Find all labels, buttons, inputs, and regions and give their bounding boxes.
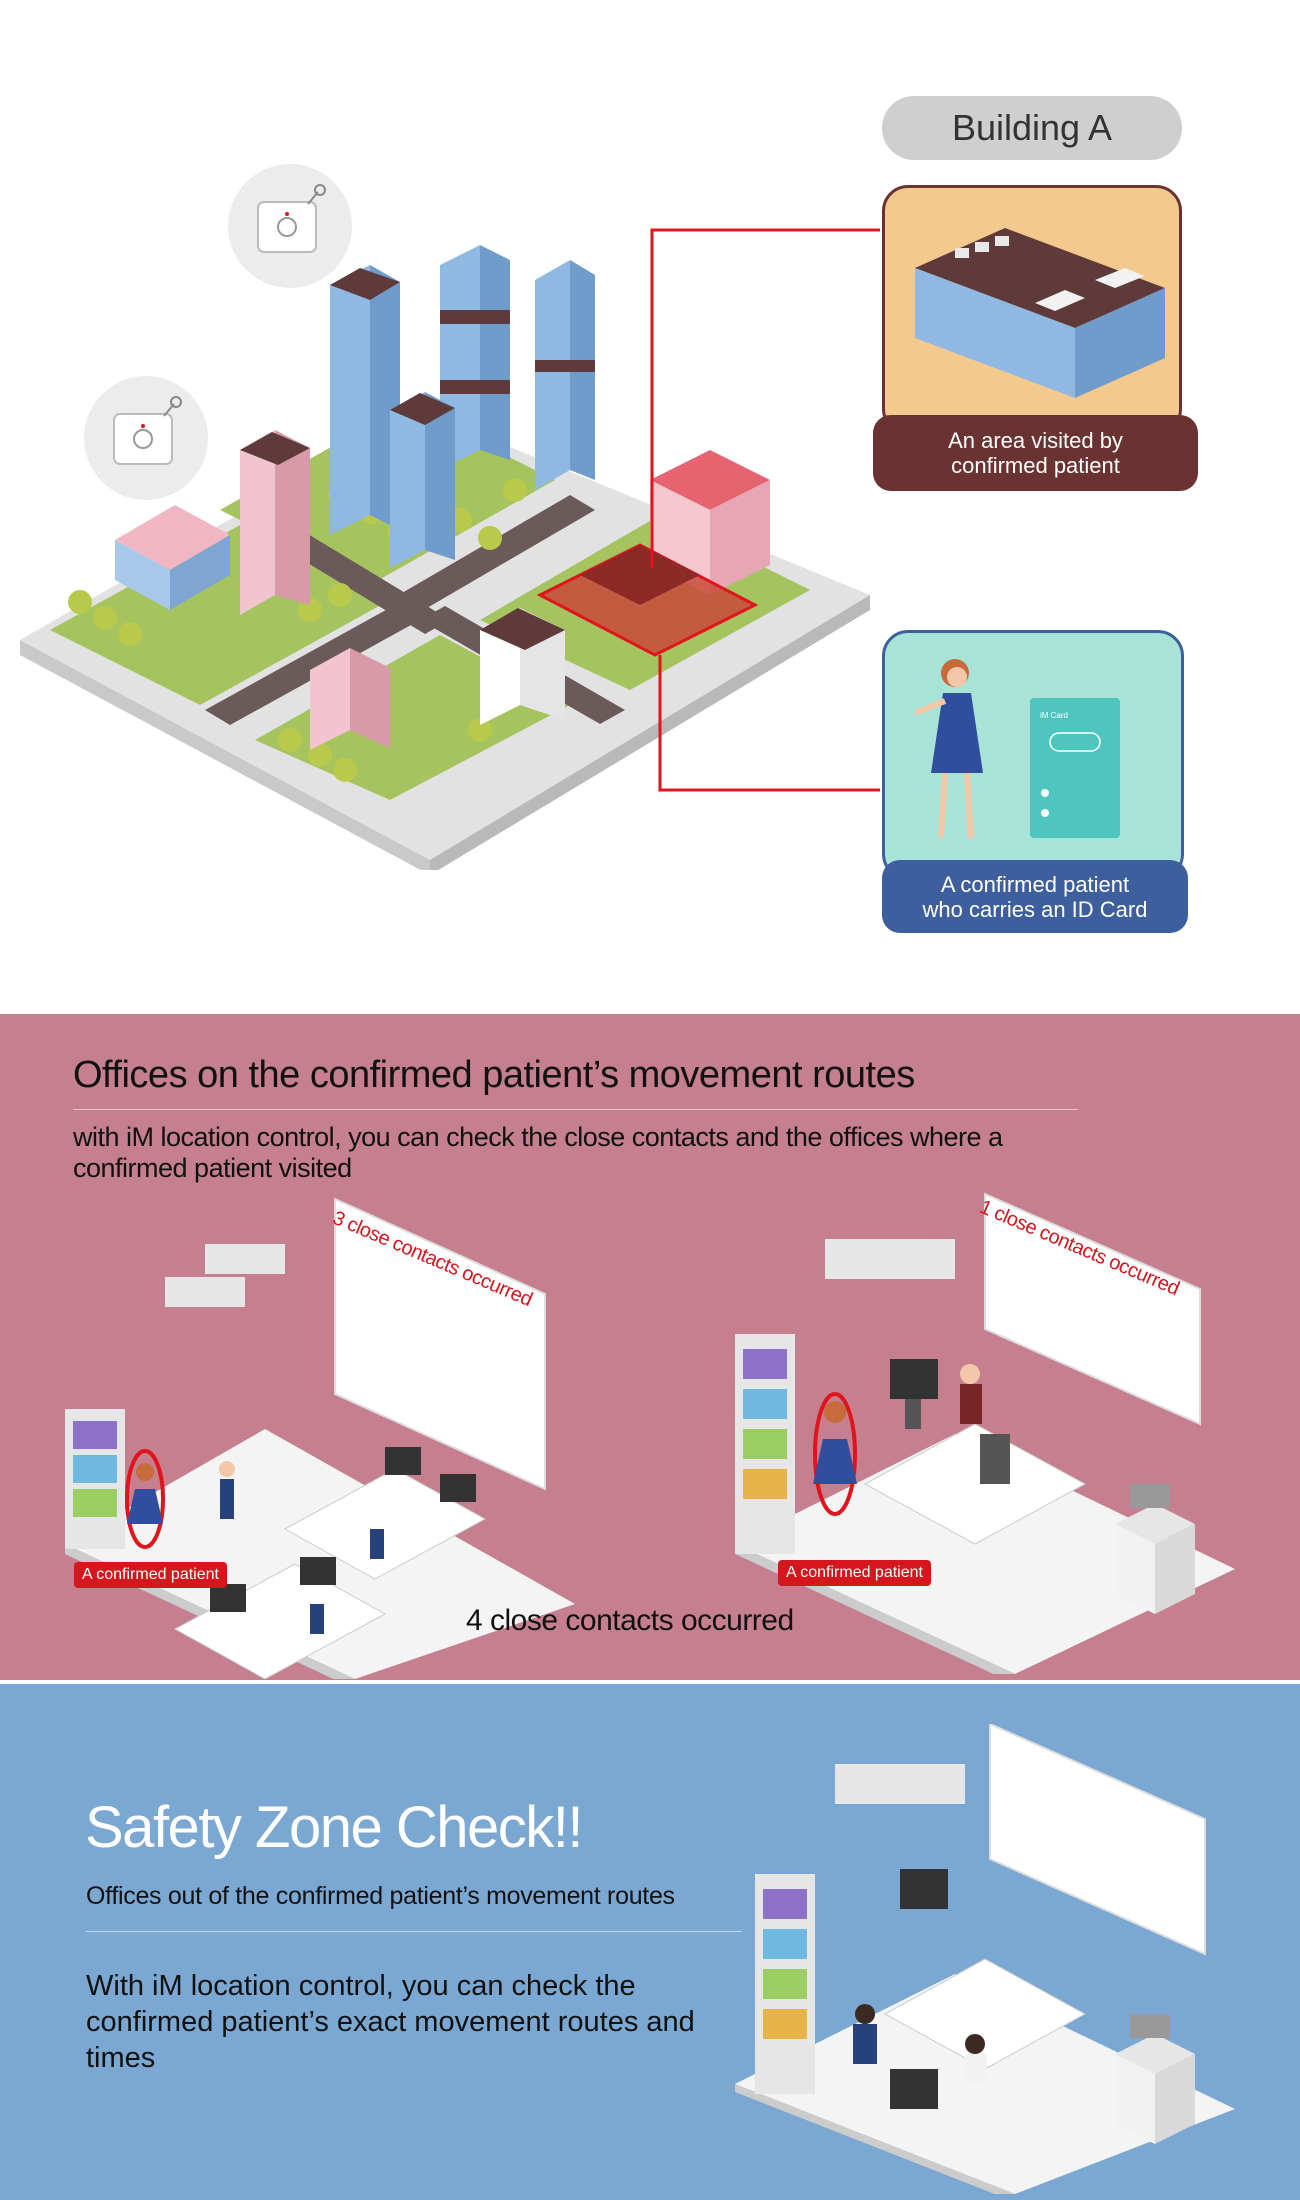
patient-id-card-caption: A confirmed patient who carries an ID Ca… — [882, 860, 1188, 933]
safe-office-illustration — [735, 1724, 1235, 2194]
title-divider — [73, 1109, 1078, 1110]
safety-zone-section: Safety Zone Check!! Offices out of the c… — [0, 1684, 1300, 2200]
office-illustration-left — [65, 1197, 575, 1679]
building-label: Building A — [882, 96, 1182, 160]
city-map-section: Building A An area visited by confirmed … — [0, 0, 1300, 1012]
section-title: Safety Zone Check!! — [85, 1795, 583, 1860]
subtitle-divider — [86, 1931, 742, 1932]
confirmed-patient-tag: A confirmed patient — [778, 1560, 931, 1586]
section-description: With iM location control, you can check … — [86, 1970, 695, 2074]
confirmed-patient-tag: A confirmed patient — [74, 1562, 227, 1588]
section-description: with iM location control, you can check … — [73, 1122, 1003, 1183]
visited-area-card — [882, 185, 1182, 435]
wifi-tag-icon — [84, 376, 208, 500]
patient-id-card-panel: iM Card — [882, 630, 1184, 880]
wifi-tag-icon — [228, 164, 352, 288]
svg-text:iM Card: iM Card — [1040, 711, 1068, 720]
section-subtitle: Offices out of the confirmed patient’s m… — [86, 1882, 675, 1910]
visited-offices-section: Offices on the confirmed patient’s movem… — [0, 1014, 1300, 1680]
patient-with-id-card-illustration: iM Card — [913, 659, 1120, 839]
visited-area-caption: An area visited by confirmed patient — [873, 415, 1198, 491]
total-close-contacts: 4 close contacts occurred — [466, 1604, 794, 1637]
section-title: Offices on the confirmed patient’s movem… — [73, 1054, 915, 1096]
building-rooftop-illustration — [915, 228, 1165, 398]
office-illustration-right — [735, 1192, 1235, 1674]
isometric-city-illustration — [20, 228, 880, 870]
